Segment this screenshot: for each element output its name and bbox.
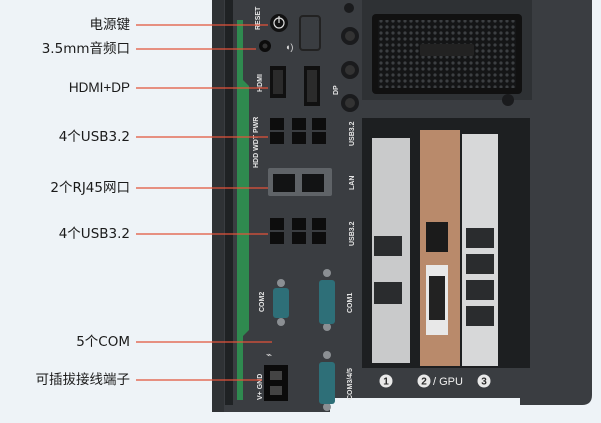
callout-hdmi-dp: HDMI+DP: [68, 80, 130, 95]
hdmi-label: HDMI: [257, 74, 264, 92]
vent-handle: [420, 44, 474, 56]
dp-label: DP: [333, 85, 340, 95]
slot-2-badge: [417, 374, 431, 388]
callout-lines: [136, 24, 272, 381]
slot-3-lan-1: [466, 228, 494, 248]
callout-usb-bottom: 4个USB3.2: [58, 226, 130, 242]
callout-terminal-block: 可插拔接线端子: [35, 372, 131, 388]
usb-top-group: [270, 118, 326, 144]
slot-3-badge: [477, 374, 491, 388]
usb-top-label: USB3.2: [349, 121, 356, 146]
slot-3-lan-2: [466, 254, 494, 274]
com1-port: [319, 269, 335, 331]
lan-port-1: [273, 174, 295, 192]
slot-1-number: 1: [383, 377, 389, 388]
green-accent-stripe: [237, 20, 249, 400]
chassis-left-rail: [212, 0, 224, 412]
com1-label: COM1: [347, 293, 354, 313]
com345-port: [319, 351, 335, 411]
callout-power-button: 电源键: [89, 17, 131, 33]
slot-2-hdmi: [426, 222, 448, 252]
terminal-label: V+ GND: [257, 374, 264, 400]
led-labels: HDD WDT PWR: [253, 117, 260, 168]
lan-label: LAN: [349, 176, 356, 190]
com2-port: [273, 279, 289, 326]
lan-port-2: [302, 174, 324, 192]
audio-icon: ◖): [285, 42, 293, 52]
slot-1-badge: [379, 374, 393, 388]
reset-label: RESET: [255, 6, 262, 30]
chassis-heatsink-fins: [225, 0, 233, 405]
callout-usb-top: 4个USB3.2: [58, 129, 130, 145]
slot-2-caption: / GPU: [433, 376, 463, 388]
terminal-icon: ⌁: [266, 350, 272, 361]
callout-audio-jack: 3.5mm音频口: [41, 41, 130, 57]
com345-label: COM3/4/5: [347, 368, 354, 400]
usb-bottom-label: USB3.2: [349, 221, 356, 246]
usb-bottom-group: [270, 218, 326, 244]
slot-1-lan-1: [374, 236, 402, 256]
slot-2-number: 2: [421, 377, 427, 388]
com2-label: COM2: [259, 292, 266, 312]
terminal-block: [264, 365, 288, 401]
callout-rj45: 2个RJ45网口: [50, 180, 130, 196]
slot-3-lan-3: [466, 280, 494, 300]
slot-3-lan-4: [466, 306, 494, 326]
callout-com: 5个COM: [76, 334, 130, 350]
slot-3-bracket: [462, 134, 498, 366]
slot-1-lan-2: [374, 282, 402, 304]
slot-3-number: 3: [481, 377, 487, 388]
